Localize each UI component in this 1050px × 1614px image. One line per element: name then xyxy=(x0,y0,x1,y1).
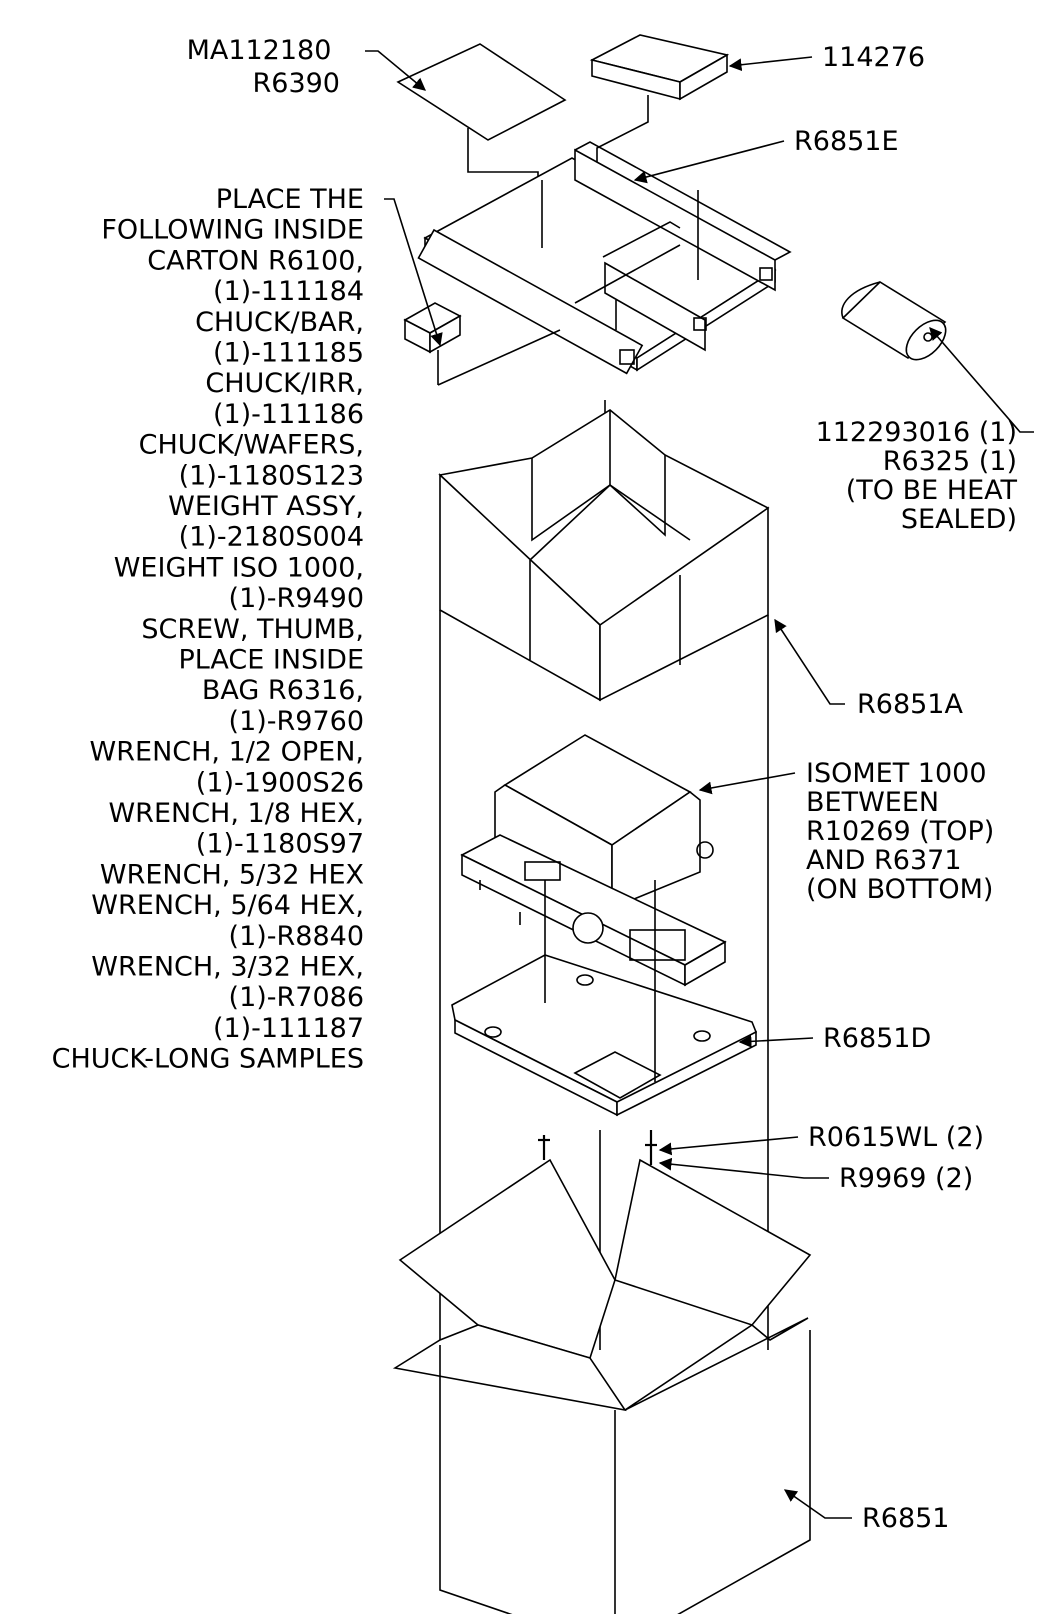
kit-line: WRENCH, 1/8 HEX, xyxy=(108,798,364,829)
kit-line: (1)-111185 xyxy=(213,338,364,369)
kit-line: CHUCK/BAR, xyxy=(195,307,364,338)
kit-line: (1)-1180S123 xyxy=(179,460,364,491)
top-pad-label: 114276 xyxy=(822,42,925,73)
washer-label: R0615WL (2) xyxy=(808,1122,984,1153)
roll-line: (TO BE HEAT xyxy=(846,475,1018,506)
kit-line: (1)-R7086 xyxy=(229,982,364,1013)
outer-carton-part xyxy=(392,1158,812,1614)
insert-sleeve-part xyxy=(438,409,770,1350)
kit-line: WRENCH, 5/64 HEX, xyxy=(91,890,364,921)
top-frame-part xyxy=(403,141,792,445)
kit-line: (1)-1900S26 xyxy=(196,767,364,798)
kit-line: FOLLOWING INSIDE xyxy=(101,215,364,246)
top-frame-label: R6851E xyxy=(794,126,899,157)
kit-line: WEIGHT ASSY, xyxy=(168,491,364,522)
machine-line: R10269 (TOP) xyxy=(806,816,994,847)
leader-lines xyxy=(365,50,1034,1519)
machine-line: ISOMET 1000 xyxy=(806,758,987,789)
screw-label: R9969 (2) xyxy=(839,1163,973,1194)
kit-line: WRENCH, 3/32 HEX, xyxy=(91,952,364,983)
kit-line: PLACE THE xyxy=(216,184,364,215)
kit-line: BAG R6316, xyxy=(202,675,364,706)
kit-line: (1)-R9760 xyxy=(229,706,364,737)
kit-line: (1)-111187 xyxy=(213,1013,364,1044)
base-plate-part xyxy=(451,880,758,1117)
base-plate-label: R6851D xyxy=(823,1023,931,1054)
kit-line: CHUCK/WAFERS, xyxy=(139,430,364,461)
kit-line: WEIGHT ISO 1000, xyxy=(114,552,364,583)
kit-line: (1)-111186 xyxy=(213,399,364,430)
kit-line: SCREW, THUMB, xyxy=(141,614,364,645)
kit-line: CHUCK/IRR, xyxy=(205,368,364,399)
kit-line: (1)-R9490 xyxy=(229,583,364,614)
machine-part xyxy=(460,734,727,987)
kit-line: WRENCH, 5/32 HEX xyxy=(100,859,364,890)
roll-line: SEALED) xyxy=(901,504,1017,535)
roll-line: R6325 (1) xyxy=(883,446,1017,477)
kit-line: (1)-2180S004 xyxy=(179,522,364,553)
kit-line: (1)-R8840 xyxy=(229,921,364,952)
roll-part xyxy=(841,280,947,361)
insert-sleeve-label: R6851A xyxy=(857,689,963,720)
kit-line: (1)-1180S97 xyxy=(196,829,364,860)
kit-line: PLACE INSIDE xyxy=(178,645,364,676)
roll-line: 112293016 (1) xyxy=(816,417,1017,448)
kit-line: CARTON R6100, xyxy=(147,245,364,276)
outer-carton-label: R6851 xyxy=(862,1503,949,1534)
machine-line: BETWEEN xyxy=(806,787,939,818)
kit-line: (1)-111184 xyxy=(213,276,364,307)
kit-line: WRENCH, 1/2 OPEN, xyxy=(90,737,364,768)
machine-line: AND R6371 xyxy=(806,845,962,876)
kit-line: CHUCK-LONG SAMPLES xyxy=(52,1044,364,1075)
lid-sheet-label: MA112180 R6390 xyxy=(187,35,340,99)
machine-line: (ON BOTTOM) xyxy=(806,874,993,905)
